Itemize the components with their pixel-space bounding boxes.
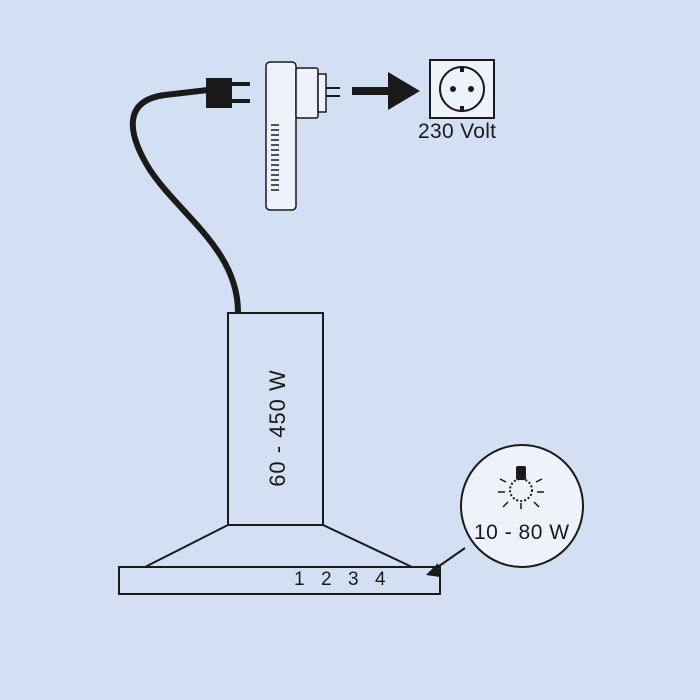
wall-socket-icon [429,59,495,119]
fan-level-3: 3 [348,569,359,590]
plug-icon [206,78,250,108]
fan-level-1: 1 [294,569,305,590]
hood-power-label: 60 - 450 W [265,369,290,487]
lamp-power-label: 10 - 80 W [474,521,570,544]
power-cord [129,87,241,315]
lamp-pointer-marker [426,563,440,577]
fan-level-4: 4 [375,569,386,590]
hood-control-strip [118,566,441,595]
fan-level-2: 2 [321,569,332,590]
hood-chimney [227,312,324,526]
hood-canopy [144,524,413,568]
light-bulb-icon [498,466,544,509]
socket-voltage-label: 230 Volt [418,120,497,143]
timer-adapter-icon [265,61,340,211]
lamp-callout-circle [460,444,584,568]
arrow-right-icon [352,72,420,110]
